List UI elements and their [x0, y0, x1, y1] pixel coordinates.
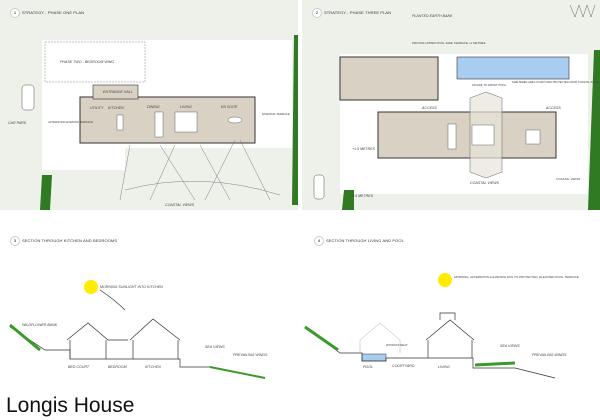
project-title: Longis House	[6, 394, 135, 417]
plan-phase-one: 1 STRATEGY - PHASE ONE PLAN PHASE TWO - …	[0, 0, 298, 210]
label: POOL	[363, 365, 373, 369]
label: KITCHEN	[108, 106, 124, 110]
label: ENTRANCE HALL	[103, 90, 133, 94]
section-living-pool: 4 SECTION THROUGH LIVING AND POOL MORNIN…	[300, 230, 600, 390]
label: EN SUITE	[221, 105, 238, 109]
label: PLANTED EARTH BANK	[412, 14, 453, 18]
section-drawing: MORNING SUNLIGHT INTO KITCHEN WILDFLOWER…	[9, 280, 268, 379]
label: SHELTERED AREA COURTYARD PROTECTED FROM …	[512, 80, 599, 84]
label: BEDROOM	[108, 365, 127, 369]
label: LIVING	[438, 365, 450, 369]
plan-drawing: PLANTED EARTH BANK PRIVATE UPPER POOL-SI…	[313, 4, 600, 210]
panel-number: 3	[10, 236, 20, 246]
label: MORNING TERRACE	[262, 112, 290, 116]
label: UTILITY	[90, 106, 104, 110]
label: PREVAILING WINDS	[532, 353, 567, 357]
label: SEA VIEWS	[500, 344, 520, 348]
label: ACCESS	[545, 106, 561, 110]
label: PREVAILING WINDS	[233, 353, 268, 357]
panel-heading: STRATEGY - PHASE THREE PLAN	[324, 10, 392, 15]
label: KITCHEN	[145, 365, 161, 369]
panel-heading: STRATEGY - PHASE ONE PLAN	[22, 10, 85, 15]
label: WINDOW SEAT	[386, 343, 409, 347]
label: SEA VIEWS	[205, 345, 225, 349]
label: +0.5 METRES	[350, 194, 374, 198]
label: PHASE TWO - BEDROOM WING	[60, 60, 114, 64]
label: COASTAL VIEWS	[470, 181, 500, 185]
panel-number: 1	[10, 8, 20, 18]
panel-number: 4	[314, 236, 324, 246]
label: AFTERNOON EVENING TERRACE	[47, 120, 93, 124]
label: DINING	[147, 105, 160, 109]
label: COASTAL VIEWS	[165, 203, 195, 207]
label: MORNING SUNLIGHT INTO KITCHEN	[100, 285, 163, 289]
panel-heading: SECTION THROUGH LIVING AND POOL	[326, 238, 404, 243]
plan-phase-three: 2 STRATEGY - PHASE THREE PLAN PLANTED EA…	[302, 0, 600, 210]
label: PRIVATE UPPER POOL-SIDE TERRACE +2 METRE…	[412, 41, 486, 45]
label: COURTYARD	[392, 364, 415, 368]
label: LIVING	[180, 105, 192, 109]
section-kitchen-bedrooms: 3 SECTION THROUGH KITCHEN AND BEDROOMS M…	[0, 230, 298, 390]
label: MORNING, AFTERNOON & EVENING SUN TO PROT…	[454, 275, 580, 279]
label: CAR PARK	[8, 121, 27, 125]
label: BED COURT	[68, 365, 90, 369]
sun-icon	[84, 280, 98, 294]
label: WILDFLOWER BANK	[22, 323, 58, 327]
label: +1.5 METRES	[352, 147, 376, 151]
panel-number: 2	[312, 8, 322, 18]
section-drawing: MORNING, AFTERNOON & EVENING SUN TO PROT…	[304, 273, 580, 379]
sun-icon	[438, 273, 452, 287]
label: COASTAL VIEWS	[556, 177, 580, 181]
label: ACCESS	[421, 106, 437, 110]
label: FIGURE TO FRONT POOL	[472, 83, 507, 87]
plan-drawing: PHASE TWO - BEDROOM WING ENTRANCE HALL U…	[8, 35, 298, 210]
panel-heading: SECTION THROUGH KITCHEN AND BEDROOMS	[22, 238, 118, 243]
